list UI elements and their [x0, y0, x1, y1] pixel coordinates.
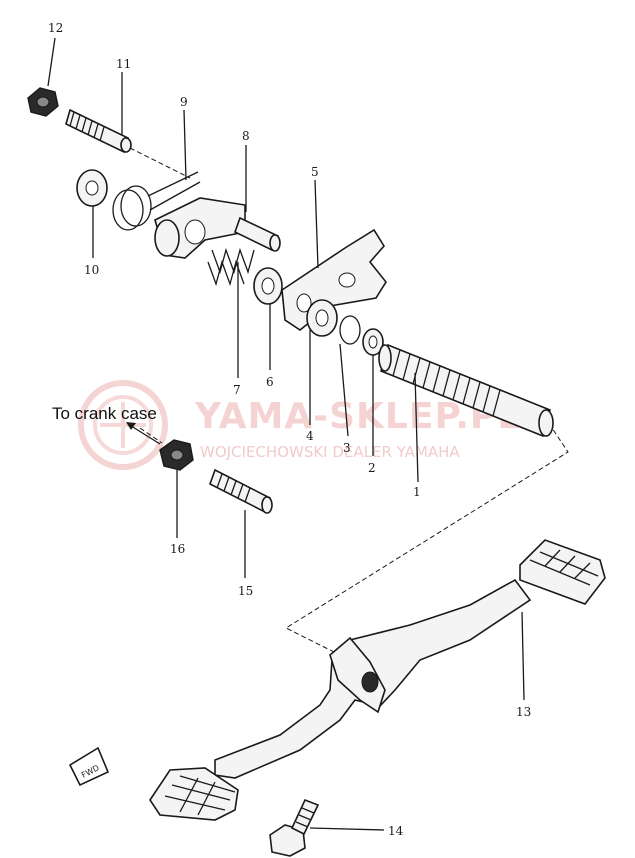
brake-arm-8: [154, 197, 281, 259]
callout-11: 11: [116, 57, 131, 71]
return-spring-9: [112, 171, 201, 231]
callout-7: 7: [233, 383, 241, 397]
callout-10: 10: [84, 263, 99, 277]
shaft-1: [378, 343, 554, 438]
stud-bolt-15: [209, 468, 273, 514]
callout-14: 14: [388, 824, 404, 838]
callout-13: 13: [516, 705, 531, 719]
assembly-lines: [129, 147, 569, 656]
collar-2: [362, 328, 384, 356]
callout-4: 4: [306, 429, 314, 443]
stud-bolt-11: [65, 108, 132, 154]
o-ring-3: [339, 315, 361, 345]
callouts: 12 11 9 8 5 10 6 7 4 3 2 1 16 15 13 14: [48, 21, 531, 838]
callout-3: 3: [343, 441, 351, 455]
note-to-crank-case: To crank case: [52, 404, 161, 445]
nut-12: [27, 87, 59, 117]
washer-4: [306, 299, 338, 337]
callout-2: 2: [368, 461, 376, 475]
callout-15: 15: [238, 584, 253, 598]
watermark-subtitle: WOJCIECHOWSKI DEALER YAMAHA: [200, 443, 460, 461]
brake-pedal-13: [149, 539, 606, 821]
spring-7: [207, 247, 255, 287]
washer-6: [253, 267, 283, 305]
callout-16: 16: [170, 542, 185, 556]
washer-10: [76, 169, 108, 207]
bolt-14: [269, 798, 320, 857]
callout-9: 9: [180, 95, 188, 109]
callout-5: 5: [311, 165, 319, 179]
forward-arrow-icon: FWD: [68, 746, 110, 787]
watermark-logo: [78, 380, 168, 470]
leader-lines: [47, 37, 525, 831]
nut-16: [159, 439, 194, 471]
callout-6: 6: [266, 375, 274, 389]
callout-8: 8: [242, 129, 250, 143]
callout-1: 1: [413, 485, 421, 499]
note-text: To crank case: [52, 404, 157, 423]
plate-5: [281, 228, 387, 331]
callout-12: 12: [48, 21, 63, 35]
